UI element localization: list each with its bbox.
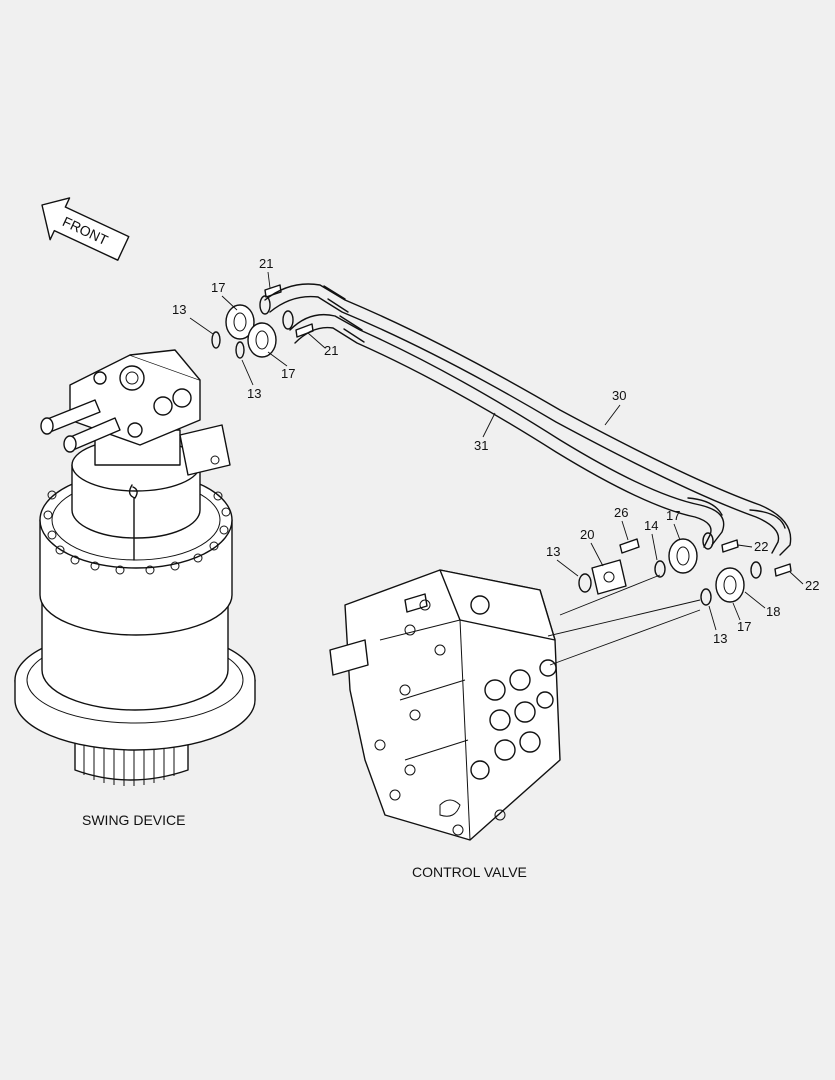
- callouts: 21 17 13 13 17 21 30 31 26 20 14 13 17 2…: [172, 256, 819, 646]
- callout-17: 17: [666, 508, 680, 523]
- callout-26: 26: [614, 505, 628, 520]
- bolt-21-upper: [264, 284, 282, 298]
- housing-bolts: [43, 490, 231, 575]
- callout-13: 13: [172, 302, 186, 317]
- callout-17: 17: [281, 366, 295, 381]
- callout-30: 30: [612, 388, 626, 403]
- callout-22: 22: [805, 578, 819, 593]
- swing-device: [14, 331, 256, 786]
- front-arrow: FRONT: [41, 197, 130, 261]
- bolt-26: [619, 538, 640, 554]
- callout-14: 13: [546, 544, 560, 559]
- swing-device-caption: SWING DEVICE: [82, 812, 185, 828]
- callout-18: 18: [766, 604, 780, 619]
- swing-motor-valve-block: [40, 349, 231, 476]
- hose-31: [289, 313, 725, 548]
- split-flange-17-lower: [715, 567, 745, 603]
- callout-22: 22: [754, 539, 768, 554]
- bolt-22-upper: [721, 539, 739, 553]
- o-ring-13-upper: [654, 560, 666, 578]
- o-ring-13-lower: [700, 588, 712, 606]
- control-valve-bolts: [374, 599, 506, 836]
- callout-13: 14: [644, 518, 658, 533]
- split-flange-upper: [225, 304, 255, 340]
- callout-13: 13: [713, 631, 727, 646]
- callout-20: 20: [580, 527, 594, 542]
- bolt-22-lower: [774, 563, 792, 577]
- callout-31: 31: [474, 438, 488, 453]
- swing-side-flanges: [225, 284, 314, 358]
- o-ring-14: [578, 573, 592, 593]
- callout-17: 17: [211, 280, 225, 295]
- callout-13: 13: [247, 386, 261, 401]
- control-valve-caption: CONTROL VALVE: [412, 864, 527, 880]
- callout-17: 17: [737, 619, 751, 634]
- callout-21: 21: [259, 256, 273, 271]
- control-valve-ports: [470, 595, 557, 780]
- swing-motor: [71, 429, 201, 561]
- flange-20: [591, 559, 627, 595]
- control-valve: [329, 569, 561, 841]
- callout-21: 21: [324, 343, 338, 358]
- split-flange-17-upper: [668, 538, 698, 574]
- control-valve-side-parts: [547, 532, 792, 666]
- split-flange-lower: [247, 322, 277, 358]
- swing-motor-ports: [211, 331, 245, 359]
- hose-30: [264, 283, 792, 556]
